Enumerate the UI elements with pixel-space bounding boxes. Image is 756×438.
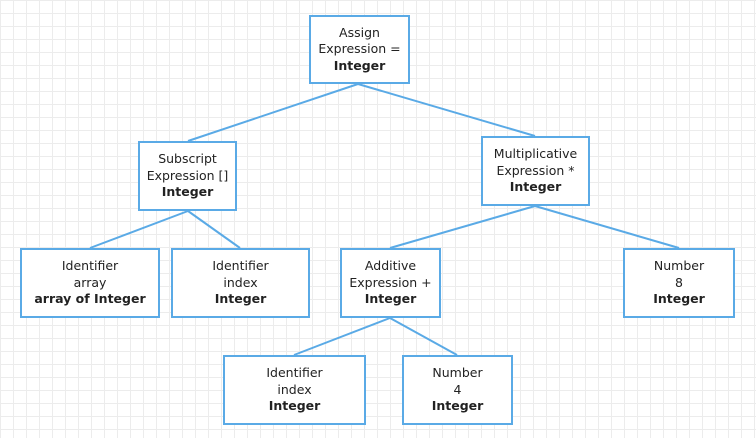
node-type: Integer xyxy=(333,57,386,73)
node-type: Integer xyxy=(161,184,214,200)
node-label-line-2: Expression * xyxy=(496,162,575,178)
edge-mult-to-number-8 xyxy=(534,205,680,249)
node-label-line-2: Expression + xyxy=(349,274,432,290)
node-label-line-2: index xyxy=(223,274,258,290)
node-identifier-array: Identifier array array of Integer xyxy=(20,248,160,318)
node-label-line-1: Multiplicative xyxy=(493,146,578,162)
node-subscript-expression: Subscript Expression [] Integer xyxy=(138,141,237,211)
node-label-line-2: array xyxy=(73,274,107,290)
node-type: Integer xyxy=(364,291,417,307)
edge-additive-to-number-4 xyxy=(389,317,458,356)
node-identifier-index: Identifier index Integer xyxy=(171,248,310,318)
node-type: array of Integer xyxy=(34,291,146,307)
node-type: Integer xyxy=(653,291,705,307)
node-label-line-2: Expression = xyxy=(318,41,401,57)
node-type: Integer xyxy=(268,398,321,414)
node-label-line-1: Number xyxy=(653,258,705,274)
node-type: Integer xyxy=(431,398,484,414)
node-multiplicative-expression: Multiplicative Expression * Integer xyxy=(481,136,590,206)
node-type: Integer xyxy=(509,179,562,195)
edge-mult-to-additive xyxy=(389,205,536,249)
node-label-line-1: Identifier xyxy=(61,258,119,274)
node-label-line-2: 4 xyxy=(453,381,462,397)
node-number-4: Number 4 Integer xyxy=(402,355,513,425)
edge-additive-to-ident-index-2 xyxy=(293,317,391,356)
node-label-line-1: Identifier xyxy=(266,365,323,381)
node-label-line-2: Expression [] xyxy=(146,167,229,183)
edge-subscript-to-ident-array xyxy=(89,210,189,249)
node-label-line-2: 8 xyxy=(675,274,683,290)
edge-assign-to-subscript xyxy=(187,83,359,142)
node-identifier-index: Identifier index Integer xyxy=(223,355,366,425)
node-label-line-1: Additive xyxy=(364,258,417,274)
node-label-line-1: Number xyxy=(432,365,483,381)
node-additive-expression: Additive Expression + Integer xyxy=(340,248,441,318)
node-label-line-1: Identifier xyxy=(212,258,269,274)
edge-subscript-to-ident-index-1 xyxy=(187,210,241,249)
node-label-line-1: Assign xyxy=(339,24,380,40)
node-assign-expression: Assign Expression = Integer xyxy=(309,15,410,84)
node-label-line-1: Subscript xyxy=(158,151,217,167)
node-number-8: Number 8 Integer xyxy=(623,248,735,318)
edge-assign-to-mult xyxy=(357,83,536,137)
node-type: Integer xyxy=(214,291,267,307)
node-label-line-2: index xyxy=(277,381,312,397)
